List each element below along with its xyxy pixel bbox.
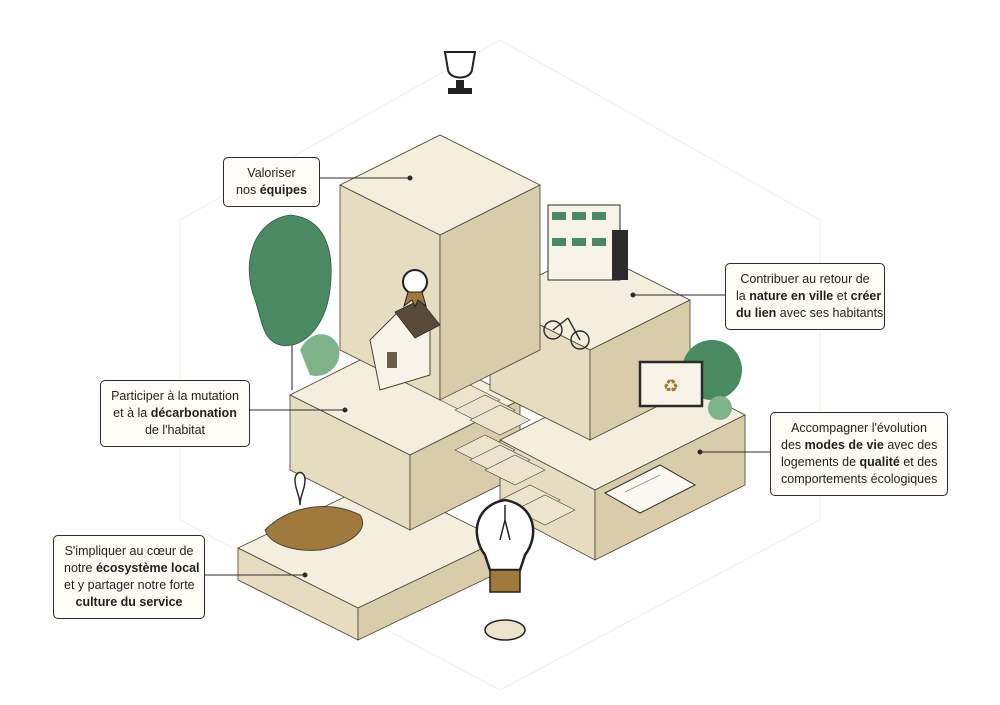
building-icon — [547, 204, 628, 281]
callout-nature-line3-post: avec ses habitants — [776, 306, 884, 320]
callout-nature: Contribuer au retour de la nature en vil… — [725, 263, 885, 330]
svg-text:♻: ♻ — [663, 376, 679, 397]
callout-lifestyle-line4: comportements écologiques — [781, 472, 938, 486]
callout-nature-line1: Contribuer au retour de — [740, 272, 870, 286]
tower-top — [339, 134, 541, 401]
callout-lifestyle-line3-pre: logements de — [781, 455, 860, 469]
map-icon — [264, 471, 363, 551]
callout-nature-line2-pre: la — [736, 289, 750, 303]
trophy-icon — [443, 51, 477, 94]
callout-local-line3: et y partager notre forte — [64, 578, 195, 592]
recycle-board-icon: ♻ — [638, 360, 704, 408]
callout-nature-line2-mid: et — [833, 289, 851, 303]
callout-housing-line3: de l'habitat — [144, 423, 206, 437]
callout-local-emphasis-1: écosystème local — [95, 561, 200, 575]
lightbulb-icon — [475, 498, 535, 641]
callout-nature-emphasis-3: du lien — [736, 306, 777, 320]
stairs — [439, 384, 576, 526]
house-icon — [369, 299, 441, 391]
callout-lifestyle-line2-post: avec des — [883, 438, 938, 452]
background-hexagon — [179, 39, 821, 691]
award-badge-icon — [402, 269, 428, 309]
tree-icon — [248, 214, 340, 390]
callout-lifestyle-line3-post: et des — [899, 455, 938, 469]
callout-local-line1: S'impliquer au cœur de — [64, 544, 194, 558]
callout-local-emphasis-2: culture du service — [75, 595, 183, 609]
callout-lifestyle-line2-pre: des — [781, 438, 805, 452]
callout-local-line2: notre — [64, 561, 96, 575]
callout-teams-emphasis: équipes — [259, 183, 307, 197]
callout-lifestyle-line1: Accompagner l'évolution — [791, 421, 927, 435]
callout-nature-emphasis-2: créer — [850, 289, 882, 303]
callout-housing: Participer à la mutation et à la décarbo… — [100, 380, 250, 447]
callout-teams-line1: Valoriser — [247, 166, 296, 180]
bicycle-icon — [543, 317, 590, 350]
callout-housing-line2-pre: et à la — [113, 406, 151, 420]
callout-teams-line2-pre: nos — [236, 183, 260, 197]
callout-teams: Valoriser nos équipes — [223, 157, 320, 207]
blueprint-icon — [603, 464, 697, 514]
callout-lifestyle-emphasis-2: qualité — [859, 455, 900, 469]
callout-lifestyle-emphasis-1: modes de vie — [804, 438, 884, 452]
callout-local: S'impliquer au cœur de notre écosystème … — [53, 535, 205, 619]
leader-lines — [205, 175, 770, 578]
callout-lifestyle: Accompagner l'évolution des modes de vie… — [770, 412, 948, 496]
callout-housing-line1: Participer à la mutation — [111, 389, 239, 403]
callout-nature-emphasis-1: nature en ville — [749, 289, 834, 303]
callout-housing-emphasis: décarbonation — [150, 406, 237, 420]
